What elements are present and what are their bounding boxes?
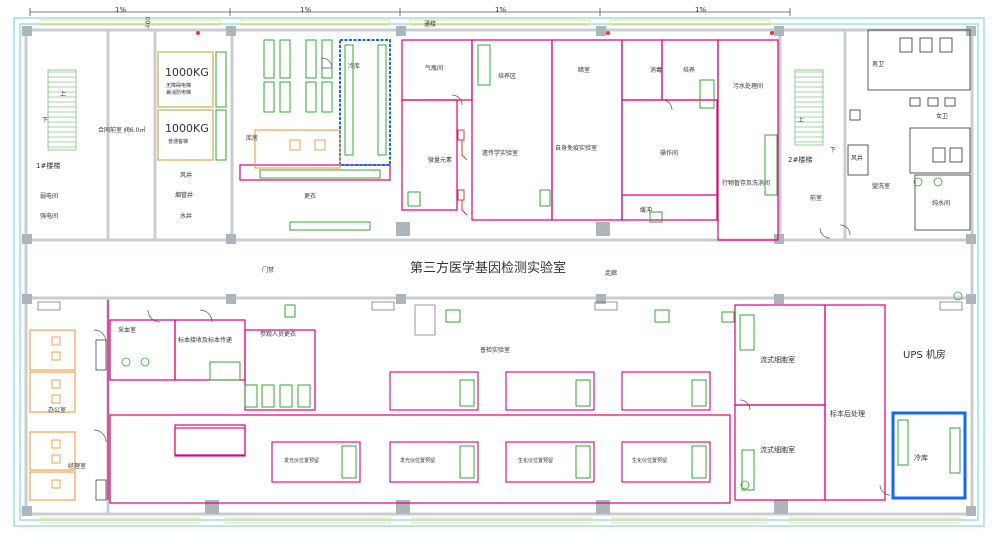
room-label-male-wc: 男卫 (872, 61, 884, 68)
room-label-flow-cytometry-1: 流式细胞室 (760, 355, 795, 364)
room-label-specimen: 标本接收及标本传递 (178, 336, 232, 344)
stairs-2 (794, 69, 824, 146)
office-chairs (51, 139, 326, 489)
access-control-label: 门禁 (262, 266, 274, 274)
room-label-manager: 经理室 (68, 462, 86, 470)
bench-label: 生化仪位置预留 (632, 457, 667, 464)
room-label-storage: 库房 (246, 134, 258, 142)
room-label-culture-zone: 培养区 (498, 72, 516, 80)
room-label-post-processing: 标本后处理 (830, 409, 865, 418)
room-label-mt: 通楼 (424, 20, 436, 28)
room-label-general-lab: 普检实验室 (480, 346, 510, 354)
room-label-autoimmune: 自身免疫实验室 (555, 144, 597, 152)
room-label-strong-current: 强电间 (40, 212, 58, 220)
room-label-cold-lower: 冷库 (914, 453, 928, 462)
dimension-line-top (29, 8, 791, 16)
room-label-wastewater: 污水处理间 (733, 82, 763, 90)
stairs-1 (47, 69, 77, 151)
elevator-2-line1: 普通客梯 (168, 138, 188, 145)
room-label-gas: 气瓶间 (425, 64, 443, 72)
plan-title: 第三方医学基因检测实验室 (410, 260, 566, 276)
vertical-tags (95, 339, 107, 501)
room-label-genetics: 遗传学实验室 (482, 149, 518, 157)
dim-label: 1% (495, 6, 506, 14)
toilet-fixtures (849, 37, 963, 163)
equipment-red (457, 129, 468, 216)
room-label-shaft: 风井 (180, 171, 192, 179)
room-label-disinfect: 消毒 (650, 66, 662, 74)
elevator-1-line2: 兼消防电梯 (166, 89, 191, 96)
cold-storage-upper (339, 39, 391, 166)
stair-up-label: 上 (60, 90, 66, 98)
room-label-waste-storage: 行物暂存及洗消间 (722, 179, 770, 187)
bench-label: 生化仪位置预留 (518, 457, 553, 464)
room-label-darkroom: 暗室 (578, 66, 590, 74)
stair-up-label: 上 (798, 116, 804, 124)
stair-down-label: 下 (830, 147, 836, 154)
structural-columns (22, 26, 976, 516)
upper-right-partitions (847, 29, 971, 231)
partition-walls-upper (239, 39, 779, 241)
room-label-shaft-right: 风井 (851, 154, 863, 162)
vent-markers (121, 177, 963, 490)
elevator-2-load: 1000KG (165, 122, 209, 135)
office-desks (29, 129, 341, 501)
room-label-washroom: 盥洗室 (872, 182, 890, 190)
room-label-culture: 培养 (683, 66, 695, 74)
doors (93, 57, 891, 496)
bench-label: 发光仪位置预留 (284, 457, 319, 464)
dim-label: 1% (115, 6, 126, 14)
room-label-smoke-shaft: 烟管井 (175, 191, 193, 199)
vent-stripes (37, 301, 963, 336)
room-label-operation: 操作间 (660, 149, 678, 157)
room-label-trace: 微量元素 (428, 156, 452, 164)
building-outline (13, 17, 985, 527)
room-label-office: 办公室 (48, 406, 66, 414)
red-marks (196, 31, 774, 35)
window-strips (39, 19, 961, 524)
room-label-stair-1: 1#楼梯 (36, 161, 60, 170)
dim-label: 1% (695, 6, 706, 14)
dim-label: 1% (300, 6, 311, 14)
room-label-cold-upper: 冷库 (348, 62, 360, 70)
equipment-upper (215, 39, 778, 231)
lab-benches (174, 371, 711, 483)
room-label-ups: UPS 机房 (903, 348, 946, 361)
partition-walls-lower (107, 300, 886, 504)
room-label-blood-draw: 采血室 (118, 326, 136, 334)
room-label-lift-lobby: 合同前室 阀6.0㎡ (98, 126, 145, 134)
room-label-female-wc: 女卫 (936, 112, 948, 120)
room-label-stair-2: 2#楼梯 (788, 155, 812, 164)
room-label-changing: 更衣 (304, 192, 316, 200)
corridor-label: 走廊 (605, 269, 617, 277)
stair-down-label: 下 (42, 117, 48, 124)
elevator-shafts (157, 51, 214, 161)
room-label-pure-water: 纯水间 (932, 199, 950, 207)
room-label-flow-cytometry-2: 流式细胞室 (760, 445, 795, 454)
room-label-visitor-change: 参观人员更衣 (260, 330, 296, 338)
bench-label: 发光仪位置预留 (400, 457, 435, 464)
elevator-1-load: 1000KG (165, 66, 209, 79)
equipment-lower (209, 304, 961, 491)
room-label-anteroom: 前室 (810, 194, 822, 202)
elevator-1-line1: 无障碍电梯 (166, 82, 191, 89)
room-label-weak-current: 弱电间 (40, 192, 58, 200)
cold-storage-lower (891, 411, 967, 500)
dim-label: 400 (145, 16, 152, 28)
room-label-water-shaft: 水井 (180, 212, 192, 220)
room-label-buffer: 缓冲 (640, 206, 652, 214)
